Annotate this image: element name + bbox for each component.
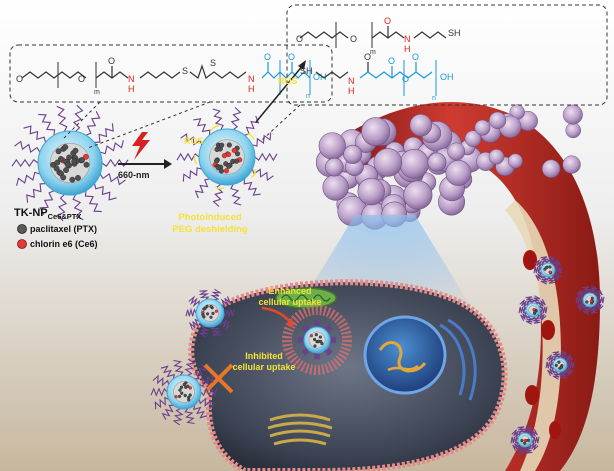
tumor-cell bbox=[318, 132, 346, 160]
atom-o5: O bbox=[288, 52, 295, 62]
rt-atom-n: N bbox=[404, 34, 411, 44]
rt-atom-o2: O bbox=[350, 34, 357, 44]
subscript-m: m bbox=[94, 89, 100, 96]
blocked-uptake-cross bbox=[203, 363, 234, 394]
peg-tk-pla-structure: O O m O N H S S N H O O n OH bbox=[9, 44, 333, 149]
tumor-cell bbox=[409, 113, 432, 137]
legend-ce6: chlorin e6 (Ce6) bbox=[30, 239, 98, 249]
tumor-cell bbox=[464, 130, 482, 147]
inhibited-uptake-line2: cellular uptake bbox=[232, 362, 295, 372]
tumor-cell bbox=[325, 157, 344, 177]
atom-h2: H bbox=[248, 84, 255, 94]
atom-oh: OH bbox=[313, 72, 327, 82]
vessel-nanoparticle bbox=[510, 425, 540, 455]
tumor-cell bbox=[488, 149, 505, 165]
rb-atom-oh: OH bbox=[440, 72, 454, 82]
atom-s1: S bbox=[182, 66, 188, 76]
tumor-cell bbox=[357, 177, 385, 206]
rb-atom-n: N bbox=[348, 76, 355, 86]
endosome bbox=[282, 305, 352, 375]
ros-label-np: ROS bbox=[184, 136, 204, 146]
tumor-cell bbox=[445, 160, 472, 186]
atom-s2: S bbox=[210, 58, 216, 68]
nanoparticle-irradiated bbox=[176, 107, 278, 207]
tumor-cell bbox=[507, 153, 523, 169]
tumor-cell bbox=[562, 104, 583, 125]
rb-atom-o2: O bbox=[388, 56, 395, 66]
atom-o4: O bbox=[264, 52, 271, 62]
np-name: TK-NPCe6&PTX bbox=[14, 207, 81, 221]
ros-label-top: ROS bbox=[278, 76, 298, 86]
rb-atom-o3: O bbox=[402, 74, 409, 84]
legend: TK-NPCe6&PTX paclitaxel (PTX) chlorin e6… bbox=[14, 207, 98, 249]
vessel-nanoparticle bbox=[575, 285, 605, 315]
tumor-cell bbox=[562, 155, 581, 174]
ce6-dot-icon bbox=[17, 239, 27, 249]
subscript-n: n bbox=[306, 93, 310, 100]
cancer-cell bbox=[188, 279, 508, 471]
inhibited-uptake-line1: Inhibited bbox=[245, 351, 283, 361]
nanoparticle-internalized bbox=[297, 320, 337, 360]
atom-o1: O bbox=[16, 74, 23, 84]
uptake-arrow bbox=[261, 306, 291, 323]
tumor-cell bbox=[343, 144, 363, 164]
rt-atom-o1: O bbox=[296, 34, 303, 44]
vessel-nanoparticle bbox=[545, 350, 575, 380]
tumor-cell bbox=[361, 117, 391, 147]
atom-h1: H bbox=[128, 84, 135, 94]
rt-atom-h: H bbox=[404, 44, 411, 54]
rt-atom-sh: SH bbox=[448, 28, 461, 38]
tumor-cell bbox=[403, 180, 433, 210]
tumor-cell bbox=[541, 159, 561, 178]
nanoparticle-intact bbox=[11, 104, 129, 222]
legend-ptx: paclitaxel (PTX) bbox=[30, 224, 97, 234]
atom-n1: N bbox=[128, 74, 135, 84]
rt-subscript-m: m bbox=[370, 49, 376, 56]
wavelength-label: 660-nm bbox=[118, 170, 150, 180]
ptx-dot-icon bbox=[17, 224, 27, 234]
vessel-nanoparticle bbox=[533, 255, 563, 285]
rt-atom-o3: O bbox=[384, 16, 391, 26]
blood-vessel bbox=[330, 102, 605, 471]
rb-atom-h: H bbox=[348, 86, 355, 96]
rb-atom-o1: O bbox=[364, 52, 371, 62]
ros-arrow-top: ROS bbox=[255, 60, 306, 123]
deshielding-line2: PEG deshielding bbox=[172, 224, 248, 235]
tumor-cell bbox=[474, 119, 491, 136]
nanoparticle-deshielded bbox=[185, 288, 235, 338]
atom-o3: O bbox=[108, 56, 115, 66]
tumor-cell bbox=[565, 122, 582, 139]
rb-subscript-n: n bbox=[432, 95, 436, 102]
rb-atom-o4: O bbox=[412, 52, 419, 62]
tumor-cluster bbox=[315, 104, 583, 230]
tumor-cell bbox=[373, 148, 403, 177]
enhanced-uptake-line2: cellular uptake bbox=[258, 297, 321, 307]
tumor-cell bbox=[447, 142, 466, 161]
rb-atom-sh: SH bbox=[300, 66, 313, 76]
nanoparticle-shielded bbox=[150, 358, 218, 426]
deshielding-line1: Photoinduced bbox=[178, 212, 242, 223]
tumor-cell bbox=[399, 148, 429, 179]
laser-bolt-icon bbox=[132, 132, 150, 160]
atom-o2: O bbox=[78, 74, 85, 84]
golgi-apparatus bbox=[267, 413, 333, 446]
vessel-nanoparticle bbox=[518, 295, 548, 325]
nucleus bbox=[363, 315, 447, 395]
enhanced-uptake-line1: Enhanced bbox=[268, 286, 311, 296]
irradiation-arrow: 660-nm bbox=[118, 132, 172, 180]
tumor-cell bbox=[322, 174, 349, 201]
cleaved-structures: O O m O N H SH SH N H O O O O n OH bbox=[261, 4, 608, 141]
tumor-cell bbox=[427, 152, 447, 172]
atom-n2: N bbox=[248, 74, 255, 84]
tumor-cell bbox=[488, 111, 507, 130]
